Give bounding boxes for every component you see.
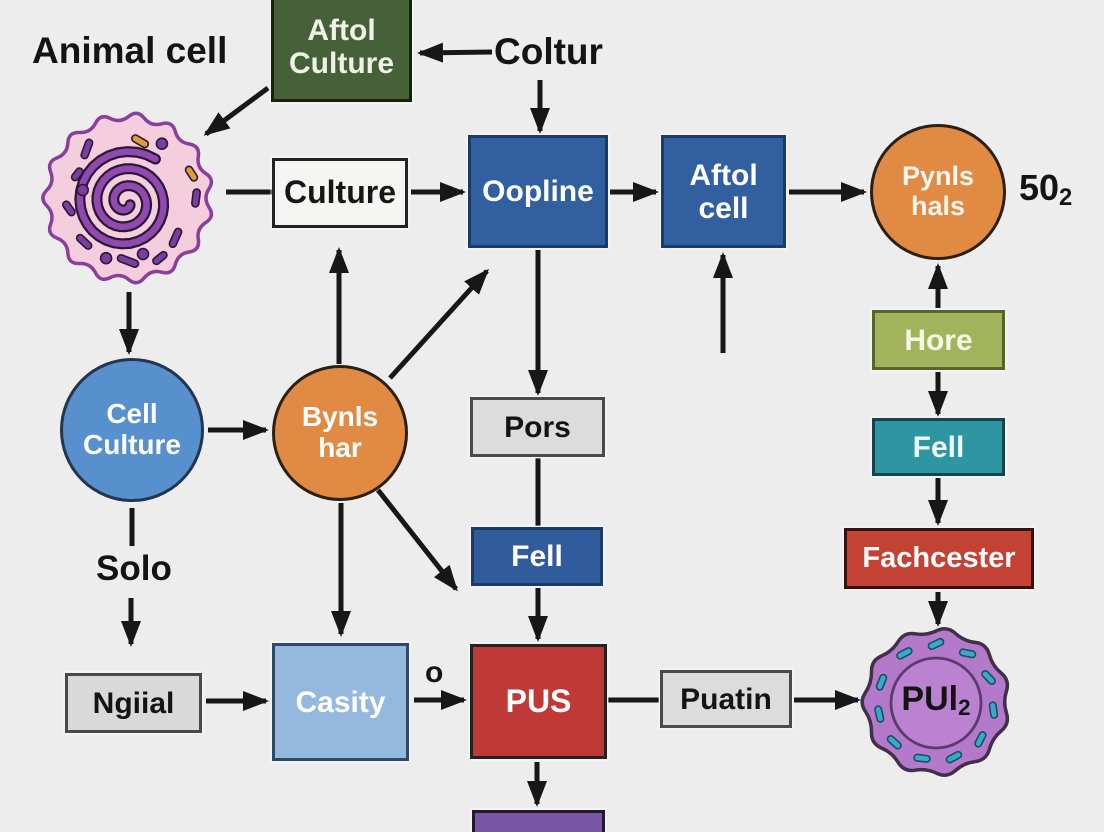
arrow-layer [119, 42, 948, 807]
animal-cell-label: Animal cell [32, 30, 228, 71]
node-hore: Hore [872, 310, 1005, 370]
arrow-bynls-har-to-fell [376, 488, 458, 592]
node-fell-teal: Fell [872, 418, 1005, 476]
animal-cell-illustration [41, 111, 214, 285]
node-pus: PUS [470, 644, 607, 759]
node-oopline: Oopline [468, 135, 608, 248]
so2-label: 502 [1019, 167, 1073, 212]
node-fachcester: Fachcester [844, 528, 1034, 589]
node-pynls-hals: Pynls hals [870, 124, 1006, 260]
arrow-bynls-har-to-oopline [388, 268, 490, 380]
node-bottom-partial [472, 810, 605, 832]
node-fell-blue: Fell [471, 527, 603, 586]
arrow-coltur-to-aftol-culture [417, 42, 493, 63]
node-casity: Casity [272, 643, 409, 761]
node-culture: Culture [272, 158, 408, 228]
node-aftol-culture: Aftol Culture [271, 0, 412, 102]
pul2-cell-label: PUl2 [901, 680, 971, 720]
coltur-label: Coltur [494, 31, 603, 72]
o-annotation-label: o [425, 656, 444, 689]
arrow-aftol-culture-to-animal-cell [203, 85, 270, 137]
node-bynls-har: Bynls har [272, 365, 408, 501]
solo-label: Solo [96, 549, 172, 588]
node-aftol-cell: Aftol cell [661, 135, 786, 248]
node-ngiial: Ngiial [65, 673, 202, 733]
node-pors: Pors [470, 397, 605, 457]
node-puatin: Puatin [660, 670, 792, 728]
node-cell-culture: Cell Culture [60, 358, 204, 502]
pul2-cell-illustration [860, 627, 1010, 777]
